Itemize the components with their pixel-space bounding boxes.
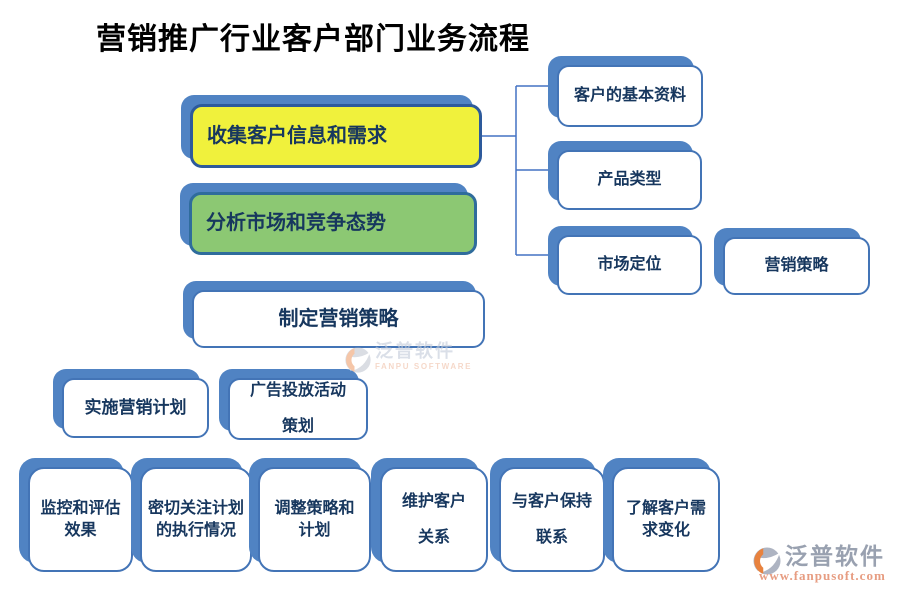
- node-label: 制定营销策略: [278, 307, 399, 330]
- node-marketing-strategy: 营销策略: [714, 228, 870, 295]
- node-label: 维护客户 关系: [401, 492, 466, 546]
- node-label: 实施营销计划: [84, 397, 187, 417]
- node-label: 监控和评估 效果: [40, 499, 121, 539]
- node-collect-customer-info: 收集客户信息和需求: [181, 95, 482, 168]
- node-maintain-customer-relations: 维护客户 关系: [371, 458, 488, 572]
- node-label: 市场定位: [597, 256, 662, 274]
- node-label: 与客户保持 联系: [511, 492, 592, 546]
- diagram-title: 营销推广行业客户部门业务流程: [96, 23, 530, 56]
- node-label: 营销策略: [764, 257, 829, 275]
- watermark-bottom-right: 泛普软件 www.fanpusoft.com: [752, 544, 886, 584]
- node-monitor-evaluate: 监控和评估 效果: [19, 458, 133, 572]
- node-implement-plan: 实施营销计划: [53, 369, 209, 438]
- watermark-brand: 泛普软件: [785, 543, 885, 569]
- node-label: 广告投放活动 策划: [249, 382, 346, 435]
- fanpu-logo-icon: [345, 347, 371, 373]
- node-understand-needs-change: 了解客户需 求变化: [603, 458, 720, 572]
- node-label: 了解客户需 求变化: [625, 499, 706, 539]
- node-follow-execution: 密切关注计划 的执行情况: [131, 458, 252, 572]
- node-ad-campaign-planning: 广告投放活动 策划: [219, 369, 368, 440]
- watermark-subtitle: FANPU SOFTWARE: [375, 361, 473, 371]
- node-label: 密切关注计划 的执行情况: [147, 499, 244, 539]
- watermark-center: 泛普软件 FANPU SOFTWARE: [344, 341, 473, 374]
- watermark-url: www.fanpusoft.com: [759, 568, 886, 584]
- node-product-type: 产品类型: [548, 141, 702, 210]
- node-label: 调整策略和 计划: [274, 499, 355, 539]
- watermark-brand: 泛普软件: [375, 341, 455, 361]
- node-label: 客户的基本资料: [573, 87, 686, 105]
- node-keep-contact: 与客户保持 联系: [490, 458, 605, 572]
- node-analyze-market: 分析市场和竞争态势: [180, 183, 477, 255]
- node-label: 收集客户信息和需求: [207, 124, 387, 147]
- node-customer-basic-info: 客户的基本资料: [548, 56, 703, 127]
- node-make-marketing-strategy: 制定营销策略: [183, 281, 485, 348]
- node-label: 分析市场和竞争态势: [206, 212, 386, 234]
- node-market-positioning: 市场定位: [548, 226, 702, 295]
- node-label: 产品类型: [597, 171, 662, 189]
- node-adjust-strategy: 调整策略和 计划: [249, 458, 371, 572]
- fanpu-logo-icon: [753, 547, 781, 575]
